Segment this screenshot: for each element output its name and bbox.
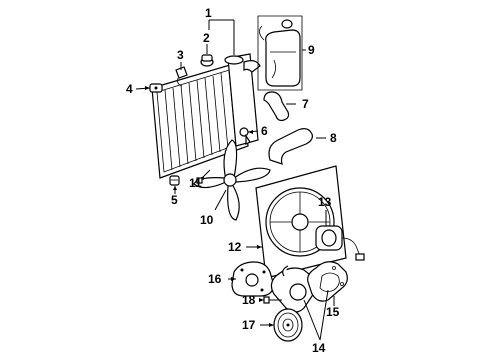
callout-11: 11 [189, 176, 202, 190]
callout-15: 15 [326, 305, 340, 319]
callout-16: 16 [208, 272, 222, 286]
callout-7: 7 [302, 97, 309, 111]
callout-14: 14 [312, 341, 326, 355]
clip-icon [175, 66, 188, 87]
callout-1: 1 [205, 6, 212, 20]
arrowheads [145, 86, 274, 327]
callout-13: 13 [318, 195, 332, 209]
drain-cock-icon [169, 175, 180, 186]
pulley-icon [273, 308, 303, 342]
fitting-icon [239, 127, 251, 145]
leader-lines [135, 19, 335, 341]
upper-hose [263, 91, 290, 122]
fan-shroud [255, 165, 347, 279]
callout-8: 8 [330, 131, 337, 145]
lower-hose [268, 128, 313, 165]
gasket-icon [307, 261, 348, 302]
water-pump-body [270, 265, 318, 313]
callout-12: 12 [228, 240, 242, 254]
callout-9: 9 [308, 43, 315, 57]
radiator [151, 53, 261, 179]
callout-10: 10 [200, 213, 214, 227]
reservoir-tank [257, 15, 303, 91]
fan [193, 139, 271, 221]
callout-3: 3 [177, 48, 184, 62]
callout-2: 2 [203, 31, 210, 45]
callout-5: 5 [171, 193, 178, 207]
cap-icon [200, 54, 214, 67]
plug-icon [149, 83, 163, 93]
fan-motor [315, 225, 365, 261]
callout-4: 4 [126, 82, 133, 96]
callout-6: 6 [261, 124, 268, 138]
callout-labels: 1 2 3 4 5 6 7 8 9 10 11 12 13 14 15 16 1… [126, 6, 340, 355]
callout-17: 17 [242, 318, 256, 332]
callout-18: 18 [242, 293, 256, 307]
water-pump [231, 261, 275, 297]
